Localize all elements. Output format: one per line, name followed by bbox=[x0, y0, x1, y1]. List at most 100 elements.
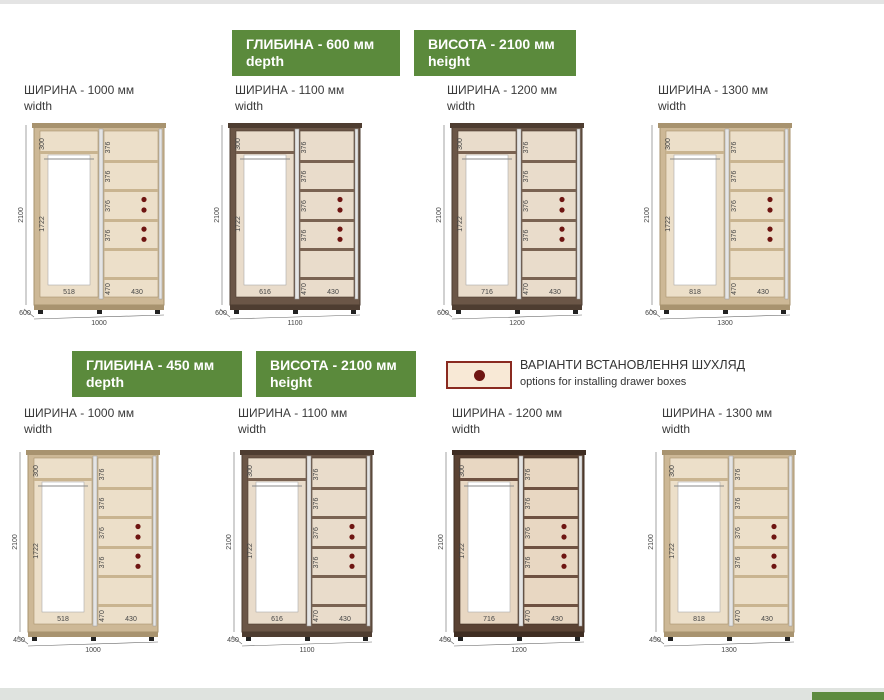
top-dim-text: 300 bbox=[457, 138, 464, 150]
wardrobe-top-panel bbox=[240, 450, 374, 455]
badge-height-2100-bottom: ВИСОТА - 2100 мм height bbox=[256, 351, 416, 397]
wardrobe-base bbox=[230, 305, 360, 310]
right-shelf bbox=[734, 604, 788, 607]
wardrobe-top-panel bbox=[450, 123, 584, 128]
height-dim-text: 2100 bbox=[648, 534, 655, 550]
left-top-shelf bbox=[34, 478, 92, 481]
right-bottom-dim-text: 430 bbox=[131, 289, 143, 296]
wardrobe-base bbox=[34, 305, 164, 310]
right-shelf bbox=[300, 219, 354, 222]
drawer-dot bbox=[337, 196, 343, 203]
shelf-dim-text: 376 bbox=[301, 142, 308, 154]
door-rail bbox=[354, 128, 359, 300]
right-shelf bbox=[730, 160, 784, 163]
right-shelf bbox=[98, 575, 152, 578]
badge-subtitle: depth bbox=[246, 53, 285, 69]
drawer-dot bbox=[771, 534, 777, 540]
depth-dim-line bbox=[17, 635, 29, 645]
wardrobe-top-panel bbox=[26, 450, 160, 455]
left-bottom-dim-text: 518 bbox=[63, 289, 75, 296]
shelf-dim-text: 376 bbox=[105, 230, 112, 242]
shelf-dim-text: 376 bbox=[523, 142, 530, 154]
shelf-dim-text: 376 bbox=[525, 557, 532, 569]
low-dim-text: 470 bbox=[735, 610, 742, 622]
width-dim-line bbox=[241, 641, 373, 647]
wardrobe-foot bbox=[573, 310, 578, 314]
depth-dim-line bbox=[231, 635, 243, 645]
shelf-dim-text: 376 bbox=[99, 469, 106, 481]
drawer-dot bbox=[561, 553, 567, 559]
legend-title: ВАРІАНТИ ВСТАНОВЛЕННЯ ШУХЛЯД bbox=[520, 358, 746, 372]
drawer-dot bbox=[135, 553, 141, 559]
drawer-dot bbox=[767, 226, 773, 232]
right-shelf bbox=[522, 160, 576, 163]
right-shelf bbox=[730, 248, 784, 251]
width-dim-line bbox=[453, 641, 585, 647]
badge-subtitle: depth bbox=[86, 374, 125, 390]
right-compartment bbox=[521, 130, 577, 298]
drawer-dot bbox=[767, 207, 773, 213]
door-rail bbox=[98, 128, 104, 300]
left-bottom-dim-text: 716 bbox=[481, 289, 493, 296]
mirror-door bbox=[41, 481, 85, 613]
rod-dim-text: 1722 bbox=[33, 543, 40, 559]
width-dim-line bbox=[33, 314, 165, 320]
door-rail bbox=[516, 128, 522, 300]
drawer-dot bbox=[337, 226, 343, 232]
shelf-dim-text: 376 bbox=[735, 498, 742, 510]
right-shelf bbox=[312, 546, 366, 549]
mirror-door bbox=[255, 481, 299, 613]
wardrobe-foot bbox=[723, 310, 728, 314]
wardrobe-foot bbox=[363, 637, 368, 641]
right-shelf bbox=[524, 516, 578, 519]
shelf-dim-text: 376 bbox=[99, 557, 106, 569]
drawer-dot bbox=[561, 563, 567, 569]
drawer-dot bbox=[559, 207, 565, 213]
right-shelf bbox=[300, 277, 354, 280]
rod-dim-text: 1722 bbox=[39, 216, 46, 232]
badge-title: ГЛИБИНА - 600 мм bbox=[246, 36, 375, 52]
mirror-door bbox=[465, 154, 509, 286]
left-bottom-dim-text: 818 bbox=[693, 616, 705, 623]
height-dim-text: 2100 bbox=[18, 207, 25, 223]
wardrobe-foot bbox=[97, 310, 102, 314]
drawer-dot bbox=[559, 236, 565, 242]
drawer-dot bbox=[771, 553, 777, 559]
height-dim-text: 2100 bbox=[644, 207, 651, 223]
drawer-dot bbox=[349, 563, 355, 569]
left-top-shelf bbox=[670, 478, 728, 481]
right-shelf bbox=[98, 487, 152, 490]
right-shelf bbox=[522, 189, 576, 192]
shelf-dim-text: 376 bbox=[731, 230, 738, 242]
shelf-dim-text: 376 bbox=[99, 498, 106, 510]
right-bottom-dim-text: 430 bbox=[551, 616, 563, 623]
right-shelf bbox=[730, 277, 784, 280]
depth-dim-line bbox=[443, 635, 455, 645]
right-bottom-dim-text: 430 bbox=[549, 289, 561, 296]
wardrobe-foot bbox=[781, 310, 786, 314]
top-dim-text: 300 bbox=[665, 138, 672, 150]
badge-title: ВИСОТА - 2100 мм bbox=[428, 36, 555, 52]
low-dim-text: 470 bbox=[105, 283, 112, 295]
right-shelf bbox=[524, 575, 578, 578]
door-rail bbox=[518, 455, 524, 627]
wardrobe-foot bbox=[456, 310, 461, 314]
badge-depth-600: ГЛИБИНА - 600 мм depth bbox=[232, 30, 400, 76]
drawer-dot bbox=[559, 196, 565, 203]
rod-dim-text: 1722 bbox=[457, 216, 464, 232]
right-shelf bbox=[522, 277, 576, 280]
right-shelf bbox=[524, 546, 578, 549]
badge-depth-450: ГЛИБИНА - 450 мм depth bbox=[72, 351, 242, 397]
left-top-shelf bbox=[460, 478, 518, 481]
wardrobe-foot bbox=[155, 310, 160, 314]
wardrobe-foot bbox=[517, 637, 522, 641]
mirror-door bbox=[677, 481, 721, 613]
left-top-shelf bbox=[40, 151, 98, 154]
width-dim-line bbox=[451, 314, 583, 320]
